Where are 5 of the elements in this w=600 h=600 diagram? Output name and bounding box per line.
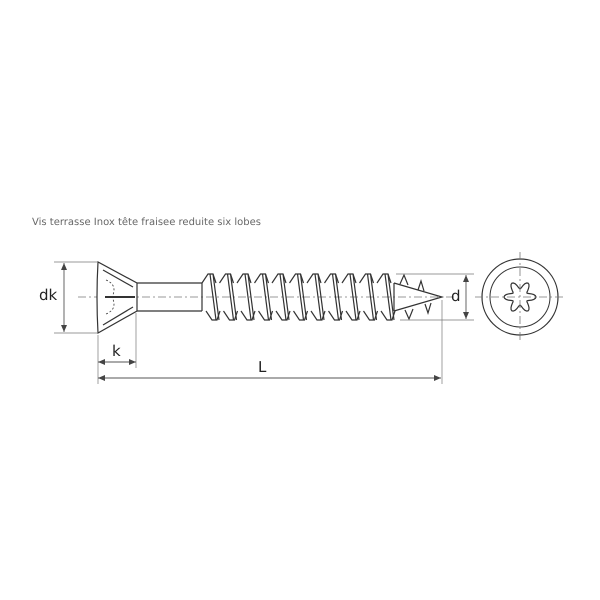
dimension-label: k [112,344,121,359]
dimension-label: dk [39,288,58,303]
drawing-title: Vis terrasse Inox tête fraisee reduite six lobes [32,218,261,228]
dimension-label: d [451,289,461,304]
dimension-label: L [258,360,266,375]
